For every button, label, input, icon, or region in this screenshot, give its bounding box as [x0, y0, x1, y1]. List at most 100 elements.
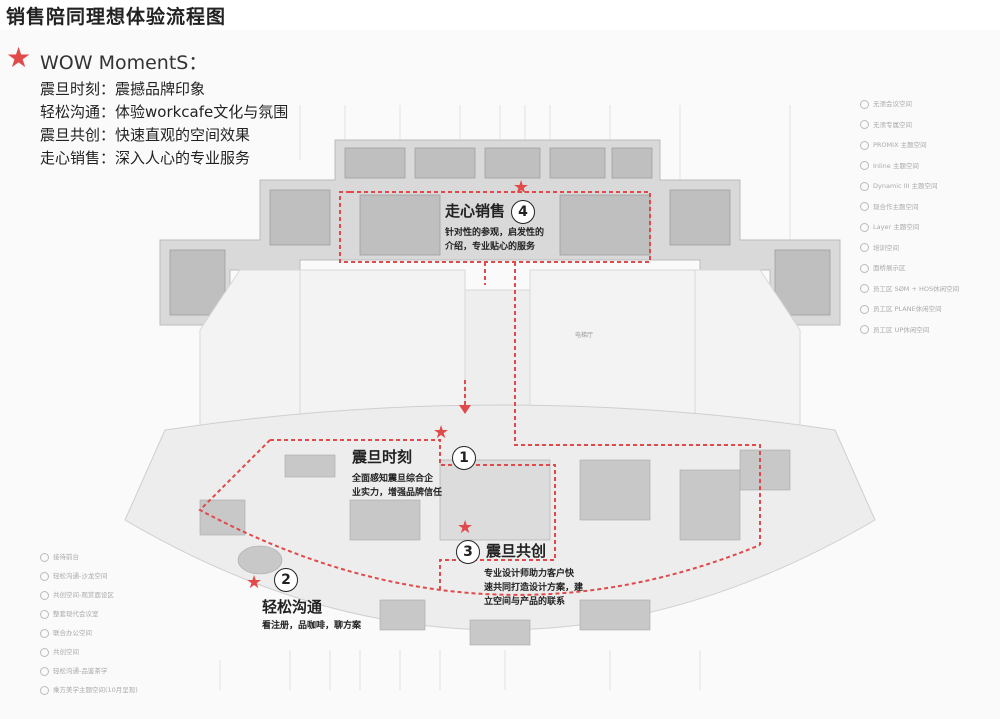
callout-desc: 全面感知震旦综合企 — [352, 474, 434, 484]
callout-number: 1 — [452, 446, 477, 470]
legend-label: Dynamic III 主题空间 — [873, 182, 938, 190]
legend-item: 接待前台 — [40, 551, 79, 562]
star-icon: ★ — [513, 177, 529, 198]
legend-label: 员工区 UP休闲空间 — [873, 325, 930, 334]
elevator-hall-label: 电梯厅 — [575, 332, 594, 339]
legend-item: 整套现代会议室 — [40, 608, 99, 619]
legend-item: 培训空间 — [860, 242, 899, 252]
legend-marker — [40, 666, 49, 676]
callout-desc: 业实力，增强品牌信任 — [352, 488, 443, 498]
callout-number: 3 — [456, 540, 480, 564]
moment-item: 轻松沟通：体验workcafe文化与氛围 — [40, 103, 289, 121]
callout-2: 2 轻松沟通 看注册，品咖啡，聊方案 — [262, 568, 361, 633]
leader-lines — [219, 105, 791, 690]
legend-marker — [860, 181, 869, 191]
legend-item: Inline 主题空间 — [860, 160, 919, 170]
moment-item: 震旦时刻：震撼品牌印象 — [40, 80, 206, 98]
legend-label: 员工区 PLANE休闲空间 — [873, 305, 942, 313]
moment-item: 震旦共创：快速直观的空间效果 — [40, 126, 251, 144]
callout-desc: 速共同打造设计方案，建 — [484, 583, 584, 593]
legend-marker — [860, 99, 869, 109]
legend-label: 共创空间-观赏面设区 — [53, 591, 114, 599]
legend-marker — [40, 590, 49, 600]
legend-label: 共创空间 — [53, 648, 79, 656]
legend-label: 接待前台 — [53, 553, 79, 561]
legend-marker — [860, 284, 869, 293]
callout-desc: 看注册，品咖啡，聊方案 — [262, 621, 362, 631]
legend-item: 共创空间-观赏面设区 — [40, 589, 114, 600]
legend-item: 员工区 SØM + HOS休闲空间 — [860, 283, 960, 293]
legend-label: 无须专属空间 — [873, 120, 912, 129]
route-arrow — [459, 405, 471, 414]
callout-desc: 介绍，专业贴心的服务 — [445, 242, 536, 252]
legend-item: Dynamic III 主题空间 — [860, 180, 938, 191]
legend-label: 联合办公空间 — [53, 629, 92, 637]
legend-item: 面桥展示区 — [860, 262, 906, 273]
legend-label: Inline 主题空间 — [873, 161, 919, 170]
star-icon: ★ — [246, 572, 262, 593]
legend-item: 共创空间 — [40, 646, 79, 657]
legend-marker — [40, 609, 49, 619]
legend-item: 乘方美学主题空间(10月呈现) — [40, 684, 138, 695]
legend-marker — [40, 571, 49, 581]
callout-1: 震旦时刻 1 全面感知震旦综合企 业实力，增强品牌信任 — [352, 446, 477, 500]
legend-item: 现合作主题空间 — [860, 201, 919, 211]
legend-marker — [860, 202, 869, 211]
legend-marker — [40, 552, 49, 562]
legend-marker — [860, 243, 869, 252]
floor-plan-diagram: ★ ★ ★ ★ — [0, 30, 1000, 719]
legend-item: 联合办公空间 — [40, 627, 92, 638]
legend-marker — [860, 304, 869, 314]
legend-label: 轻松沟通-品鉴茶学 — [53, 667, 108, 675]
legend-marker — [40, 628, 49, 638]
legend-item: 无须会议空间 — [860, 98, 912, 109]
moment-item: 走心销售：深入人心的专业服务 — [40, 149, 251, 167]
middle-blocks — [199, 269, 801, 471]
callout-desc: 针对性的参观，启发性的 — [445, 228, 545, 238]
legend-item: 员工区 PLANE休闲空间 — [860, 303, 942, 314]
callout-desc: 立空间与产品的联系 — [484, 597, 566, 607]
callout-desc: 专业设计师助力客户快 — [484, 569, 575, 579]
legend-item: 轻松沟通-沙龙空间 — [40, 570, 107, 581]
legend-item: Layer 主题空间 — [860, 221, 919, 232]
star-icon: ★ — [433, 422, 449, 443]
legend-label: 现合作主题空间 — [873, 202, 919, 211]
legend-label: 无须会议空间 — [873, 100, 912, 108]
legend-item: 无须专属空间 — [860, 119, 912, 129]
star-icon: ★ — [457, 517, 473, 538]
callout-title: 走心销售 — [445, 202, 506, 220]
callout-number: 4 — [511, 200, 536, 224]
callout-4: 走心销售 4 针对性的参观，启发性的 介绍，专业贴心的服务 — [445, 200, 544, 254]
legend-marker — [860, 120, 869, 129]
legend-marker — [860, 222, 869, 232]
legend-label: 员工区 SØM + HOS休闲空间 — [873, 284, 960, 293]
legend-label: 整套现代会议室 — [53, 610, 99, 618]
legend-label: 轻松沟通-沙龙空间 — [53, 572, 108, 580]
legend-marker — [40, 685, 49, 695]
moments-heading: WOW MomentS： — [40, 52, 208, 74]
legend-marker — [860, 140, 869, 150]
legend-label: 乘方美学主题空间(10月呈现) — [53, 686, 138, 694]
legend-item: 轻松沟通-品鉴茶学 — [40, 665, 107, 676]
callout-number: 2 — [274, 568, 298, 592]
legend-label: Layer 主题空间 — [873, 223, 920, 231]
legend-label: 培训空间 — [873, 243, 899, 252]
upper-wing — [159, 139, 841, 326]
legend-item: 员工区 UP休闲空间 — [860, 324, 930, 334]
legend-item: PROMIX 主题空间 — [860, 139, 927, 150]
lower-furniture — [199, 449, 791, 646]
route-path — [198, 191, 761, 596]
legend-marker — [860, 325, 869, 334]
page-title: 销售陪同理想体验流程图 — [6, 6, 227, 28]
upper-rooms — [169, 147, 831, 316]
star-icon: ★ — [6, 41, 32, 74]
callout-title: 震旦时刻 — [352, 448, 413, 466]
legend-label: PROMIX 主题空间 — [873, 141, 927, 149]
callout-title: 轻松沟通 — [262, 598, 323, 616]
legend-label: 面桥展示区 — [873, 264, 906, 272]
legend-marker — [40, 647, 49, 657]
legend-marker — [860, 161, 869, 170]
legend-marker — [860, 263, 869, 273]
route-stars: ★ ★ ★ ★ — [246, 177, 529, 593]
